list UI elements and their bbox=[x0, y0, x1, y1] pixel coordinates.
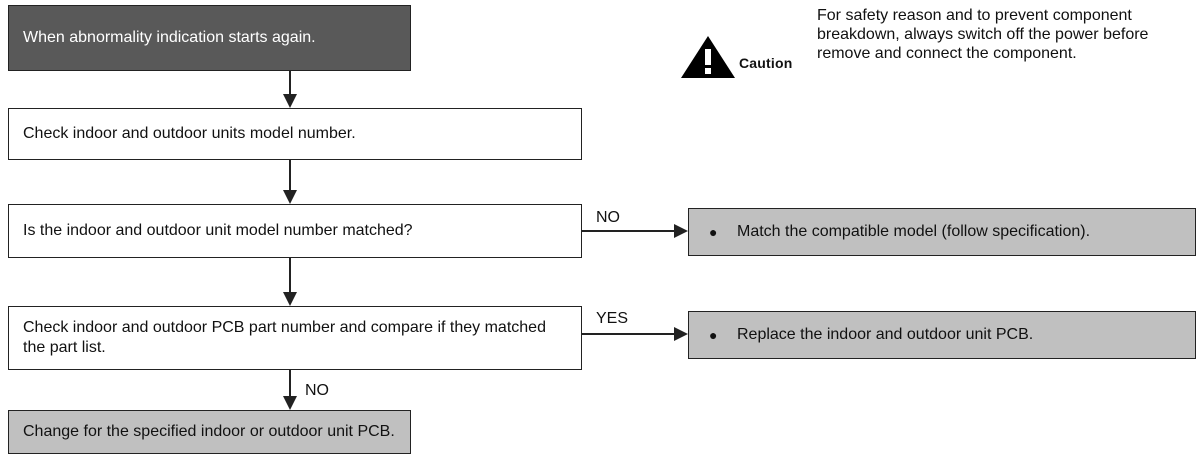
model-match-decision-node: Is the indoor and outdoor unit model num… bbox=[8, 204, 582, 258]
warning-triangle-icon bbox=[681, 36, 735, 78]
model-match-decision-label: Is the indoor and outdoor unit model num… bbox=[23, 222, 413, 239]
start-node: When abnormality indication starts again… bbox=[8, 5, 411, 71]
check-pcb-node: Check indoor and outdoor PCB part number… bbox=[8, 306, 582, 370]
replace-pcb-label: Replace the indoor and outdoor unit PCB. bbox=[737, 326, 1034, 343]
match-model-action-node: ● Match the compatible model (follow spe… bbox=[688, 208, 1196, 256]
start-node-label: When abnormality indication starts again… bbox=[23, 29, 316, 46]
check-model-label: Check indoor and outdoor units model num… bbox=[23, 125, 356, 142]
check-pcb-label: Check indoor and outdoor PCB part number… bbox=[23, 319, 546, 356]
edge-label-no-pcb: NO bbox=[305, 382, 329, 399]
bullet-icon: ● bbox=[709, 224, 718, 240]
caution-label: Caution bbox=[739, 55, 793, 71]
edge-label-yes-pcb: YES bbox=[596, 310, 629, 327]
match-model-label: Match the compatible model (follow speci… bbox=[737, 223, 1091, 240]
bullet-icon: ● bbox=[709, 327, 718, 343]
check-model-node: Check indoor and outdoor units model num… bbox=[8, 108, 582, 160]
edge-label-no-model: NO bbox=[596, 209, 620, 226]
replace-pcb-action-node: ● Replace the indoor and outdoor unit PC… bbox=[688, 311, 1196, 359]
caution-text: For safety reason and to prevent compone… bbox=[817, 7, 1149, 62]
change-pcb-label: Change for the specified indoor or outdo… bbox=[23, 423, 395, 440]
change-pcb-node: Change for the specified indoor or outdo… bbox=[8, 410, 411, 454]
